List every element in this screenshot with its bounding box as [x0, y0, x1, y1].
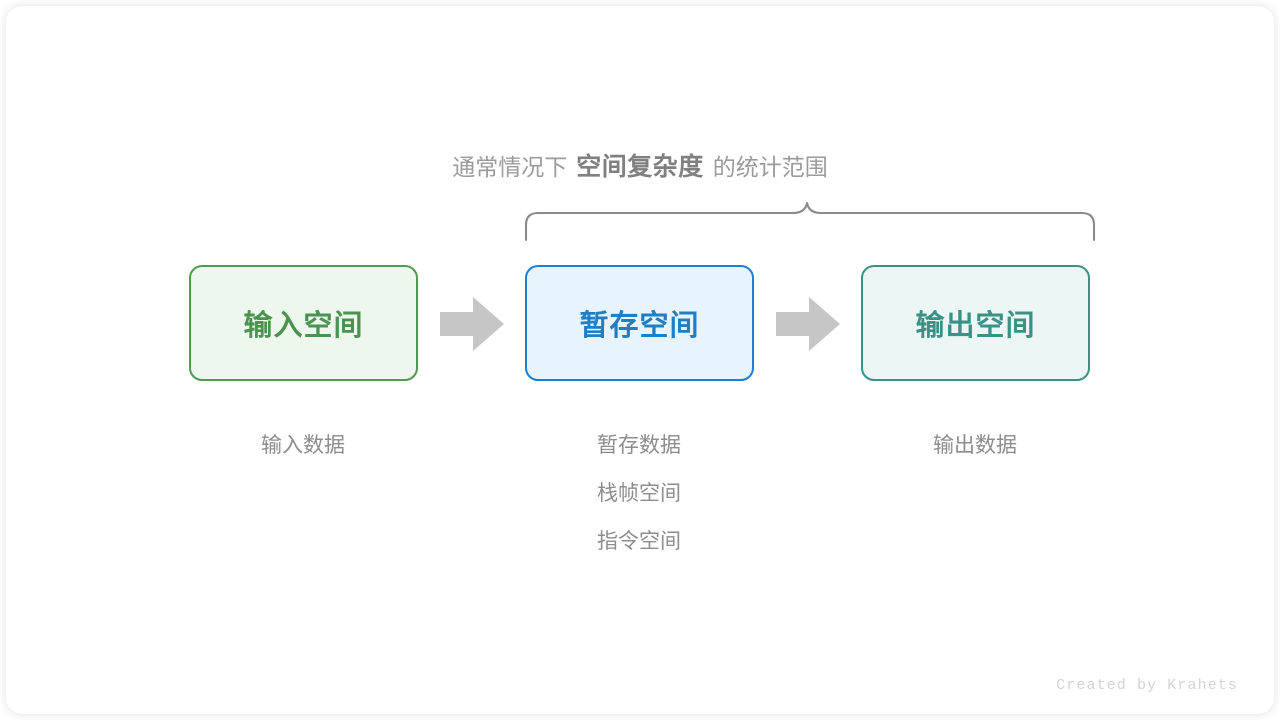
caption-emphasis: 空间复杂度	[576, 153, 704, 181]
caption-suffix: 的统计范围	[712, 154, 828, 180]
arrow-right-icon	[776, 297, 840, 351]
caption-prefix: 通常情况下	[452, 154, 568, 180]
box-output-space-label: 输出空间	[915, 310, 1036, 342]
sublist-item: 输出数据	[933, 434, 1017, 457]
sublist-output: 输出数据	[825, 422, 1125, 470]
curly-brace-top	[505, 190, 1115, 252]
sublist-input: 输入数据	[153, 422, 453, 470]
sublist-item: 指令空间	[597, 530, 681, 553]
box-input-space[interactable]: 输入空间	[189, 265, 418, 381]
sublist-item: 暂存数据	[597, 434, 681, 457]
credit-text: Created by Krahets	[1056, 677, 1238, 694]
sublist-item: 栈帧空间	[597, 482, 681, 505]
box-temp-space[interactable]: 暂存空间	[525, 265, 754, 381]
box-temp-space-label: 暂存空间	[579, 310, 700, 342]
box-output-space[interactable]: 输出空间	[861, 265, 1090, 381]
diagram-caption: 通常情况下空间复杂度的统计范围	[0, 150, 1280, 184]
sublist-temp: 暂存数据 栈帧空间 指令空间	[489, 422, 789, 566]
arrow-right-icon	[440, 297, 504, 351]
box-input-space-label: 输入空间	[243, 310, 364, 342]
sublist-item: 输入数据	[261, 434, 345, 457]
